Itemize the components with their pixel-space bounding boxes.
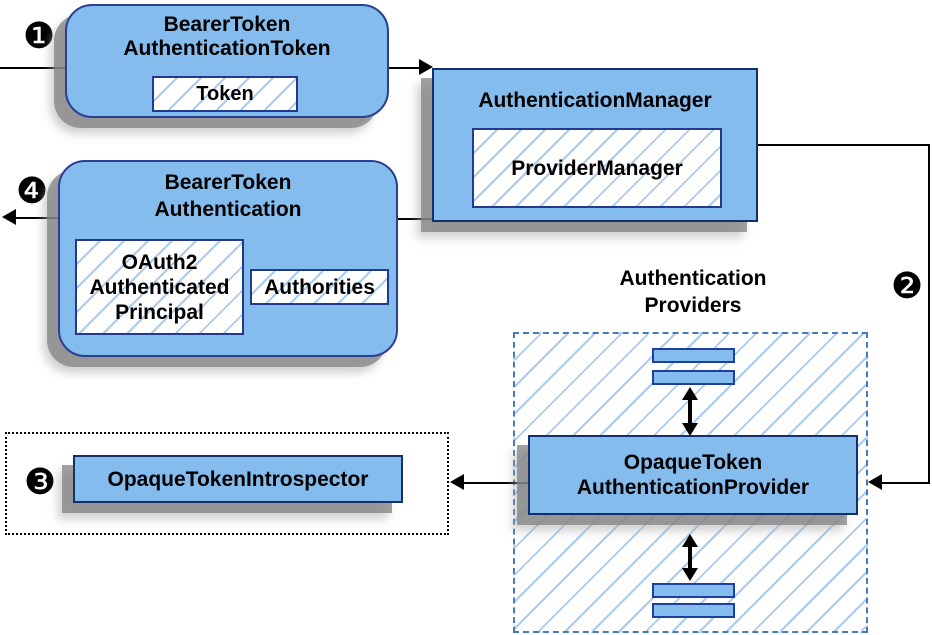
provider-slot-arrow-bottom — [688, 546, 692, 570]
provider-slot-bar — [652, 583, 735, 598]
node-title-line: OpaqueToken — [623, 451, 763, 474]
manager-to-authentication-line — [398, 218, 434, 220]
manager-to-provider-line-bottom — [882, 482, 930, 484]
node-title-line: AuthenticationManager — [478, 89, 712, 112]
node-title-line: OpaqueTokenIntrospector — [107, 467, 369, 491]
provider-manager-chip: ProviderManager — [472, 128, 722, 208]
authentication-manager-node: AuthenticationManager ProviderManager — [432, 68, 758, 222]
authentication-providers-label: Authentication Providers — [573, 265, 813, 319]
bearer-token-authentication-node: BearerToken Authentication OAuth2 Authen… — [58, 160, 398, 357]
oauth2-authenticated-principal-chip: OAuth2 Authenticated Principal — [75, 239, 244, 335]
provider-slot-arrow-bottom-up-icon — [682, 534, 698, 547]
token-to-manager-arrowhead-icon — [419, 59, 433, 75]
token-chip-label: Token — [196, 82, 254, 105]
node-title-line: AuthenticationToken — [123, 37, 331, 60]
node-title-line: BearerToken — [164, 171, 292, 194]
provider-to-introspector-arrowhead-icon — [450, 474, 464, 490]
provider-slot-arrow-top-down-icon — [682, 423, 698, 436]
bearer-token-authentication-token-node: BearerToken AuthenticationToken Token — [65, 4, 389, 118]
authorities-chip: Authorities — [250, 269, 389, 305]
node-title-line: BearerToken — [163, 13, 291, 36]
provider-manager-chip-label: ProviderManager — [511, 156, 683, 180]
authentication-result-line — [16, 217, 60, 219]
principal-chip-line: Principal — [115, 300, 204, 324]
step4-badge: ❹ — [15, 170, 49, 211]
provider-slot-arrow-top-up-icon — [682, 387, 698, 400]
provider-slot-bar — [652, 370, 735, 385]
providers-label-line: Providers — [644, 294, 742, 317]
provider-slot-bar — [652, 603, 735, 618]
authorities-chip-label: Authorities — [264, 275, 375, 299]
provider-slot-arrow-bottom-down-icon — [682, 568, 698, 581]
principal-chip-line: OAuth2 — [121, 250, 198, 274]
token-to-manager-line — [389, 67, 422, 69]
request-flow-line — [0, 67, 65, 69]
provider-slot-bar — [652, 348, 735, 363]
step1-badge: ❶ — [22, 15, 56, 56]
providers-label-line: Authentication — [619, 267, 767, 290]
manager-to-provider-arrowhead-icon — [868, 474, 882, 490]
opaque-token-authentication-provider-node: OpaqueToken AuthenticationProvider — [528, 435, 858, 515]
step3-badge: ❸ — [23, 461, 57, 502]
node-title-line: Authentication — [154, 198, 302, 221]
manager-to-provider-line-top — [758, 144, 930, 146]
manager-to-provider-line-right — [928, 144, 930, 484]
opaque-token-introspector-node: OpaqueTokenIntrospector — [73, 455, 403, 503]
opaque-token-introspector-group — [5, 432, 449, 535]
provider-to-introspector-line — [464, 482, 528, 484]
step2-badge: ❷ — [890, 265, 924, 306]
node-title-line: AuthenticationProvider — [576, 476, 810, 499]
provider-slot-arrow-top — [688, 399, 692, 425]
authentication-result-arrowhead-icon — [2, 209, 16, 225]
principal-chip-line: Authenticated — [89, 275, 230, 299]
token-chip: Token — [152, 76, 298, 112]
